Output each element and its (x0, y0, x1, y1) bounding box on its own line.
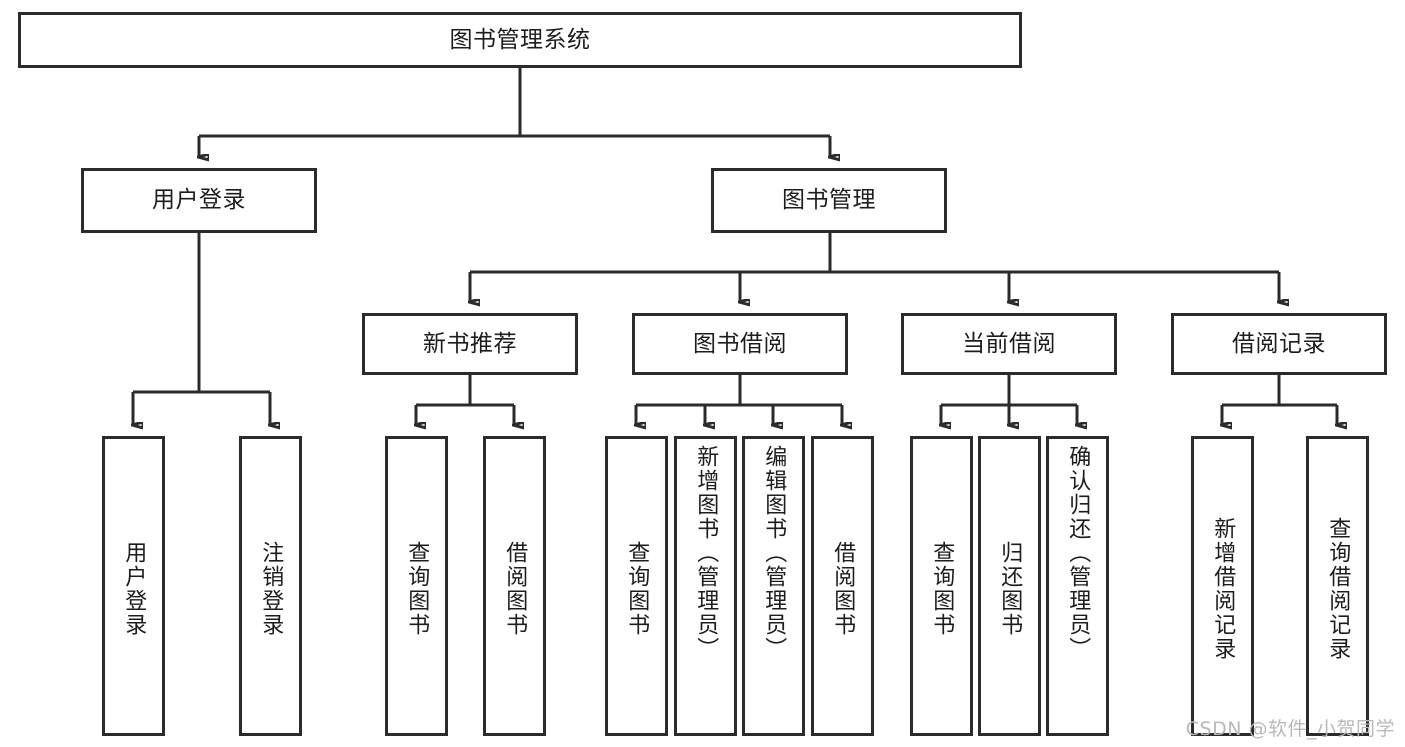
node-label: 新增借阅记录 (1210, 517, 1236, 661)
node-leaf-query-book-rec[interactable]: 查询图书 (385, 436, 448, 736)
node-label: 借阅图书 (502, 541, 528, 637)
node-label: 查询图书 (624, 541, 650, 637)
node-label: 用户登录 (121, 541, 147, 637)
node-borrow-records[interactable]: 借阅记录 (1171, 313, 1387, 375)
node-root-system[interactable]: 图书管理系统 (18, 12, 1022, 68)
node-label: 图书管理系统 (449, 26, 591, 53)
node-label: 查询图书 (404, 541, 430, 637)
node-label: 图书借阅 (693, 330, 787, 357)
node-label: 注销登录 (258, 541, 284, 637)
node-leaf-query-borrow-record[interactable]: 查询借阅记录 (1306, 436, 1369, 736)
node-label: 查询图书 (929, 541, 955, 637)
node-label: 图书管理 (782, 187, 876, 214)
node-label: 借阅记录 (1232, 330, 1326, 357)
node-label: 查询借阅记录 (1325, 517, 1351, 661)
node-book-borrow[interactable]: 图书借阅 (632, 313, 848, 375)
node-leaf-borrow-book-rec[interactable]: 借阅图书 (483, 436, 546, 736)
node-leaf-edit-book-admin[interactable]: 编辑图书（管理员） (742, 436, 805, 736)
node-label: 用户登录 (152, 187, 246, 214)
node-label: 归还图书 (997, 541, 1023, 637)
node-label: 当前借阅 (962, 330, 1056, 357)
node-label: 新增图书（管理员） (693, 445, 719, 661)
node-book-management[interactable]: 图书管理 (711, 168, 947, 233)
node-leaf-confirm-return-admin[interactable]: 确认归还（管理员） (1046, 436, 1109, 736)
node-leaf-user-login[interactable]: 用户登录 (102, 436, 165, 736)
node-leaf-return-book[interactable]: 归还图书 (978, 436, 1041, 736)
node-leaf-query-book-borrow[interactable]: 查询图书 (605, 436, 668, 736)
node-leaf-add-borrow-record[interactable]: 新增借阅记录 (1191, 436, 1254, 736)
node-leaf-query-book-current[interactable]: 查询图书 (910, 436, 973, 736)
node-label: 借阅图书 (830, 541, 856, 637)
node-user-login[interactable]: 用户登录 (81, 168, 317, 233)
node-leaf-borrow-book[interactable]: 借阅图书 (811, 436, 874, 736)
node-leaf-logout[interactable]: 注销登录 (239, 436, 302, 736)
watermark: CSDN @软件_小贺同学 (1185, 718, 1395, 740)
node-label: 确认归还（管理员） (1065, 445, 1091, 661)
node-label: 编辑图书（管理员） (761, 445, 787, 661)
node-leaf-add-book-admin[interactable]: 新增图书（管理员） (674, 436, 737, 736)
node-new-book-recommend[interactable]: 新书推荐 (362, 313, 578, 375)
node-current-borrow[interactable]: 当前借阅 (901, 313, 1117, 375)
node-label: 新书推荐 (423, 330, 517, 357)
